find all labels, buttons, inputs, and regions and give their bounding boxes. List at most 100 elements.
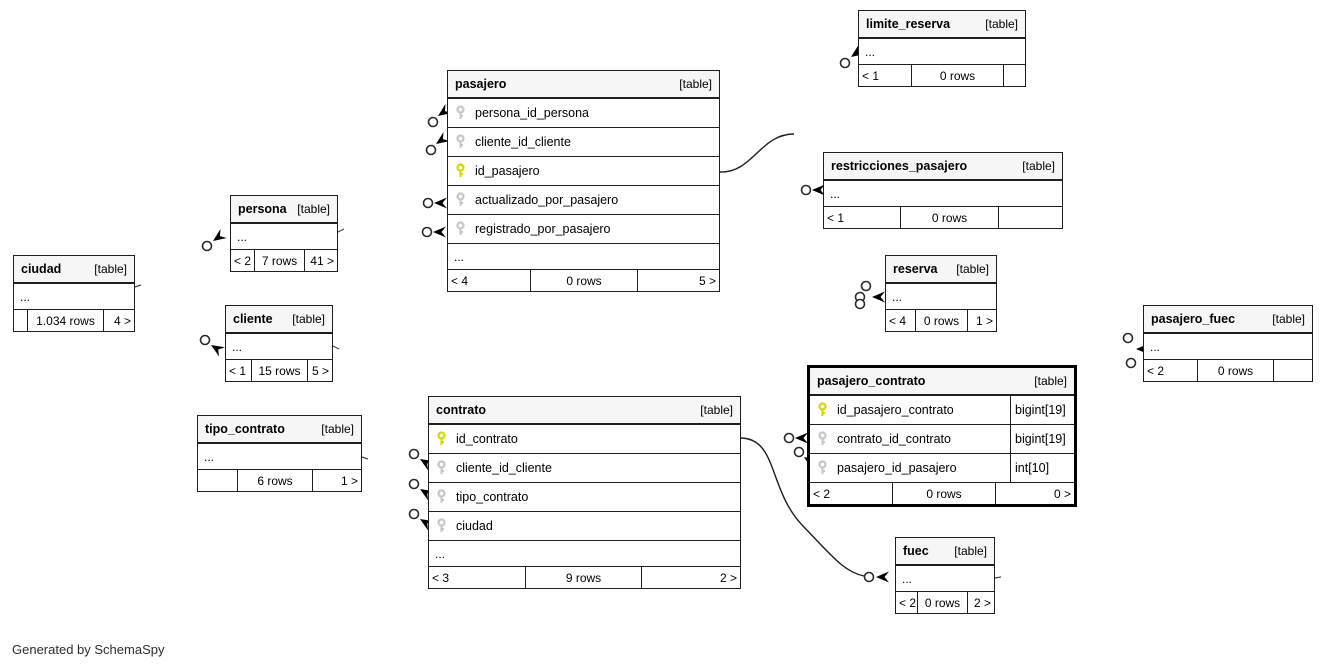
column-type: bigint[19]: [1010, 425, 1074, 453]
parents-count: [14, 310, 28, 331]
row-count: 0 rows: [893, 483, 996, 504]
relationship-line: [719, 133, 795, 173]
children-count: 2 >: [719, 570, 737, 585]
primary-key-icon: [455, 163, 466, 179]
table-type-tag: [table]: [321, 422, 354, 436]
row-count: 0 rows: [1198, 360, 1274, 381]
table-header[interactable]: tipo_contrato [table]: [198, 416, 361, 444]
parents-count: < 2: [810, 483, 893, 504]
children-count: [1004, 65, 1025, 86]
table-header[interactable]: contrato[table]: [429, 397, 740, 425]
table-header[interactable]: cliente[table]: [226, 306, 332, 334]
column-name: cliente_id_cliente: [456, 461, 552, 475]
crow-arrow-icon: [213, 229, 227, 241]
parents-count: < 4: [886, 310, 916, 331]
table-name: pasajero_fuec: [1151, 312, 1236, 326]
table-header[interactable]: reserva[table]: [886, 256, 996, 284]
table-header[interactable]: limite_reserva [table]: [859, 11, 1025, 39]
relationship-stub: [337, 228, 345, 233]
cardinality-circle-icon: [863, 571, 875, 583]
table-type-tag: [table]: [1022, 159, 1055, 173]
foreign-key-icon: [436, 460, 447, 476]
table-header[interactable]: persona[table]: [231, 196, 337, 224]
cardinality-circle-icon: [201, 240, 213, 252]
column-name: pasajero_id_pasajero: [837, 461, 957, 475]
column-name: tipo_contrato: [456, 490, 529, 504]
more-columns-ellipsis: ...: [20, 289, 31, 304]
column-row: persona_id_persona: [448, 99, 719, 127]
table-name: restricciones_pasajero: [831, 159, 968, 173]
more-columns-ellipsis: ...: [902, 571, 913, 586]
cardinality-circle-icon: [421, 226, 433, 238]
children-count: 5 >: [698, 273, 716, 288]
row-count: 1.034 rows: [28, 310, 104, 331]
table-name: tipo_contrato: [205, 422, 285, 436]
column-row: ciudad: [429, 511, 740, 540]
children-count: 4 >: [113, 313, 131, 328]
table-name: limite_reserva: [866, 17, 951, 31]
children-count: 41 >: [310, 253, 334, 268]
cardinality-circle-icon: [1125, 357, 1137, 369]
table-pasajero_contrato[interactable]: pasajero_contrato[table]id_pasajero_cont…: [807, 365, 1077, 507]
table-header[interactable]: restricciones_pasajero [table]: [824, 153, 1062, 181]
table-header[interactable]: fuec[table]: [896, 538, 994, 566]
cardinality-circle-icon: [408, 508, 420, 520]
table-name: persona: [238, 202, 287, 216]
table-name: ciudad: [21, 262, 62, 276]
cardinality-circle-icon: [854, 291, 866, 303]
table-type-tag: [table]: [94, 262, 127, 276]
foreign-key-icon: [455, 192, 466, 208]
table-header[interactable]: pasajero_contrato[table]: [810, 368, 1074, 396]
parents-count: < 4: [448, 270, 531, 291]
table-header[interactable]: pasajero[table]: [448, 71, 719, 99]
table-type-tag: [table]: [954, 544, 987, 558]
row-count: 6 rows: [238, 470, 313, 491]
crow-arrow-icon: [433, 226, 446, 238]
cardinality-circle-icon: [800, 184, 812, 196]
row-count: 0 rows: [531, 270, 638, 291]
row-count: 15 rows: [252, 360, 308, 381]
foreign-key-icon: [817, 431, 828, 447]
row-count: 0 rows: [912, 65, 1004, 86]
children-count: 2 >: [973, 595, 991, 610]
foreign-key-icon: [817, 460, 828, 476]
foreign-key-icon: [436, 489, 447, 505]
column-name: persona_id_persona: [475, 106, 589, 120]
foreign-key-icon: [455, 105, 466, 121]
parents-count: < 1: [859, 65, 912, 86]
more-columns-ellipsis: ...: [892, 289, 903, 304]
table-header[interactable]: pasajero_fuec[table]: [1144, 306, 1312, 334]
row-count: 9 rows: [526, 567, 642, 588]
table-ciudad[interactable]: ciudad [table]... 1.034 rows 4 >: [13, 255, 135, 332]
relationship-stub: [134, 284, 142, 288]
table-type-tag: [table]: [985, 17, 1018, 31]
parents-count: < 3: [429, 567, 526, 588]
table-header[interactable]: ciudad [table]: [14, 256, 134, 284]
column-name: id_pasajero: [475, 164, 540, 178]
crow-arrow-icon: [211, 345, 225, 357]
table-name: pasajero_contrato: [817, 374, 926, 388]
column-row: cliente_id_cliente: [448, 127, 719, 156]
crow-arrow-icon: [872, 291, 885, 303]
cardinality-circle-icon: [1122, 332, 1134, 344]
more-columns-ellipsis: ...: [232, 339, 243, 354]
parents-count: < 2: [1144, 360, 1198, 381]
more-columns-ellipsis: ...: [830, 186, 841, 201]
